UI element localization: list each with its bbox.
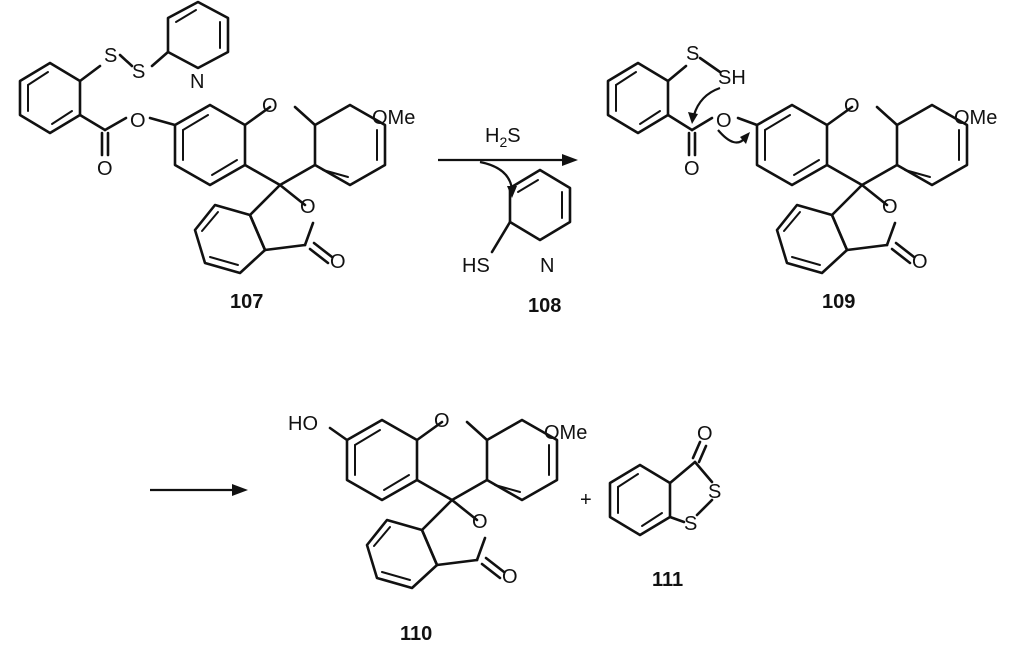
compound-111: O S S 111 <box>608 423 721 591</box>
atom-o-xanthene: O <box>844 95 860 117</box>
atom-ome: OMe <box>954 107 997 129</box>
reaction-arrow-2 <box>150 484 248 496</box>
reaction-arrow-1: H2S <box>438 125 578 198</box>
atom-o-ester: O <box>130 110 146 132</box>
atom-sh: SH <box>718 67 746 89</box>
atom-o-lactone-co: O <box>502 566 518 588</box>
atom-ome: OMe <box>372 107 415 129</box>
atom-ome: OMe <box>544 422 587 444</box>
compound-110: HO O OMe O O 110 <box>288 410 587 645</box>
atom-n: N <box>540 255 554 277</box>
atom-o-carbonyl: O <box>97 158 113 180</box>
reagent-h2s: H2S <box>485 125 521 150</box>
plus-sign: + <box>580 489 592 511</box>
atom-o-carbonyl: O <box>684 158 700 180</box>
compound-label-107: 107 <box>230 291 263 313</box>
compound-label-111: 111 <box>652 569 683 591</box>
atom-o: O <box>697 423 713 445</box>
atom-o-lactone: O <box>300 196 316 218</box>
compound-label-108: 108 <box>528 295 561 317</box>
compound-109: S SH O O O OMe O O 109 <box>606 43 997 313</box>
atom-s: S <box>686 43 699 65</box>
atom-o-xanthene: O <box>262 95 278 117</box>
compound-107: S S N O O O OMe O O 107 <box>18 0 415 313</box>
atom-o-lactone: O <box>472 511 488 533</box>
atom-n: N <box>190 71 204 93</box>
atom-hs: HS <box>462 255 490 277</box>
atom-s1: S <box>104 45 117 67</box>
atom-o-lactone-co: O <box>330 251 346 273</box>
atom-o-xanthene: O <box>434 410 450 432</box>
atom-s1: S <box>708 481 721 503</box>
atom-s2: S <box>132 61 145 83</box>
atom-ho: HO <box>288 413 318 435</box>
atom-o-lactone: O <box>882 196 898 218</box>
atom-s2: S <box>684 513 697 535</box>
atom-o-lactone-co: O <box>912 251 928 273</box>
compound-108: HS N 108 <box>462 168 572 317</box>
compound-label-110: 110 <box>400 623 432 645</box>
atom-o-ester: O <box>716 110 732 132</box>
compound-label-109: 109 <box>822 291 855 313</box>
